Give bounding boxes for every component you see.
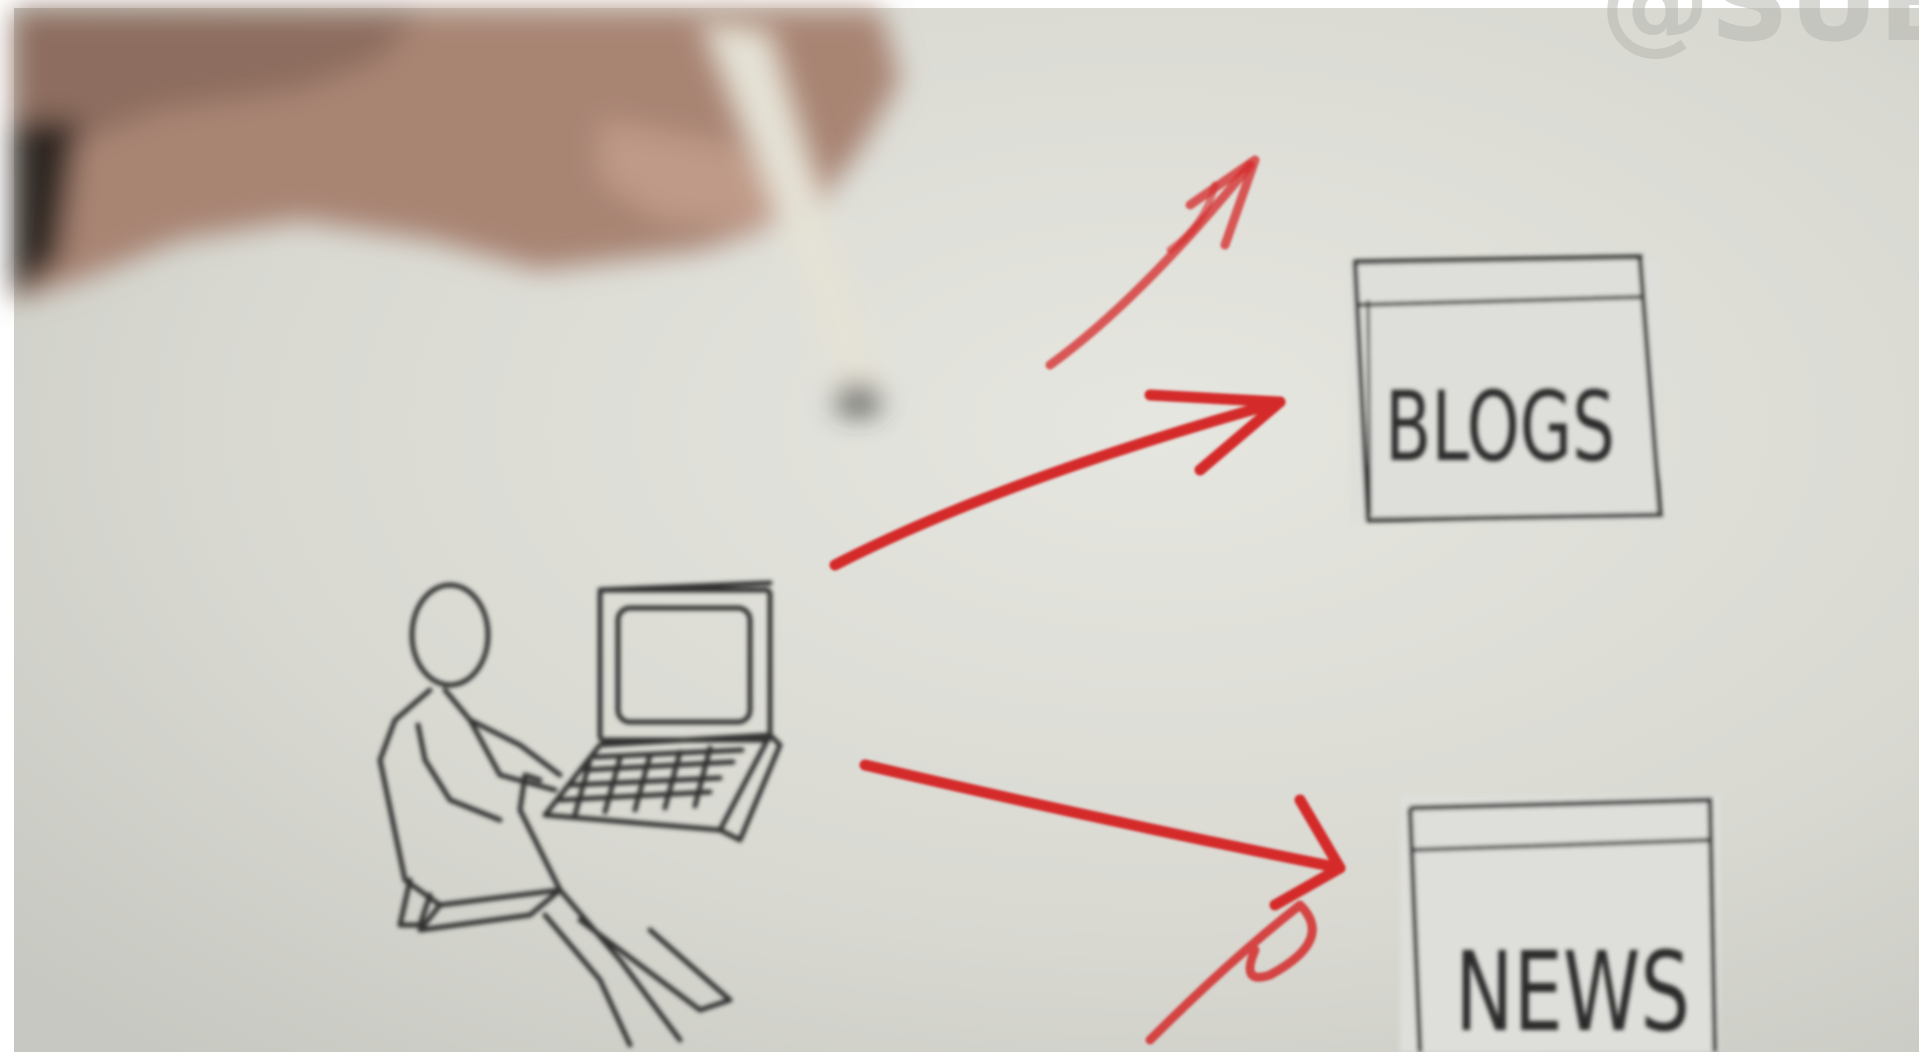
- news-label: NEWS: [1455, 928, 1690, 1052]
- blogs-label: BLOGS: [1385, 371, 1615, 483]
- watermark-text: @SUB: [1600, 0, 1919, 66]
